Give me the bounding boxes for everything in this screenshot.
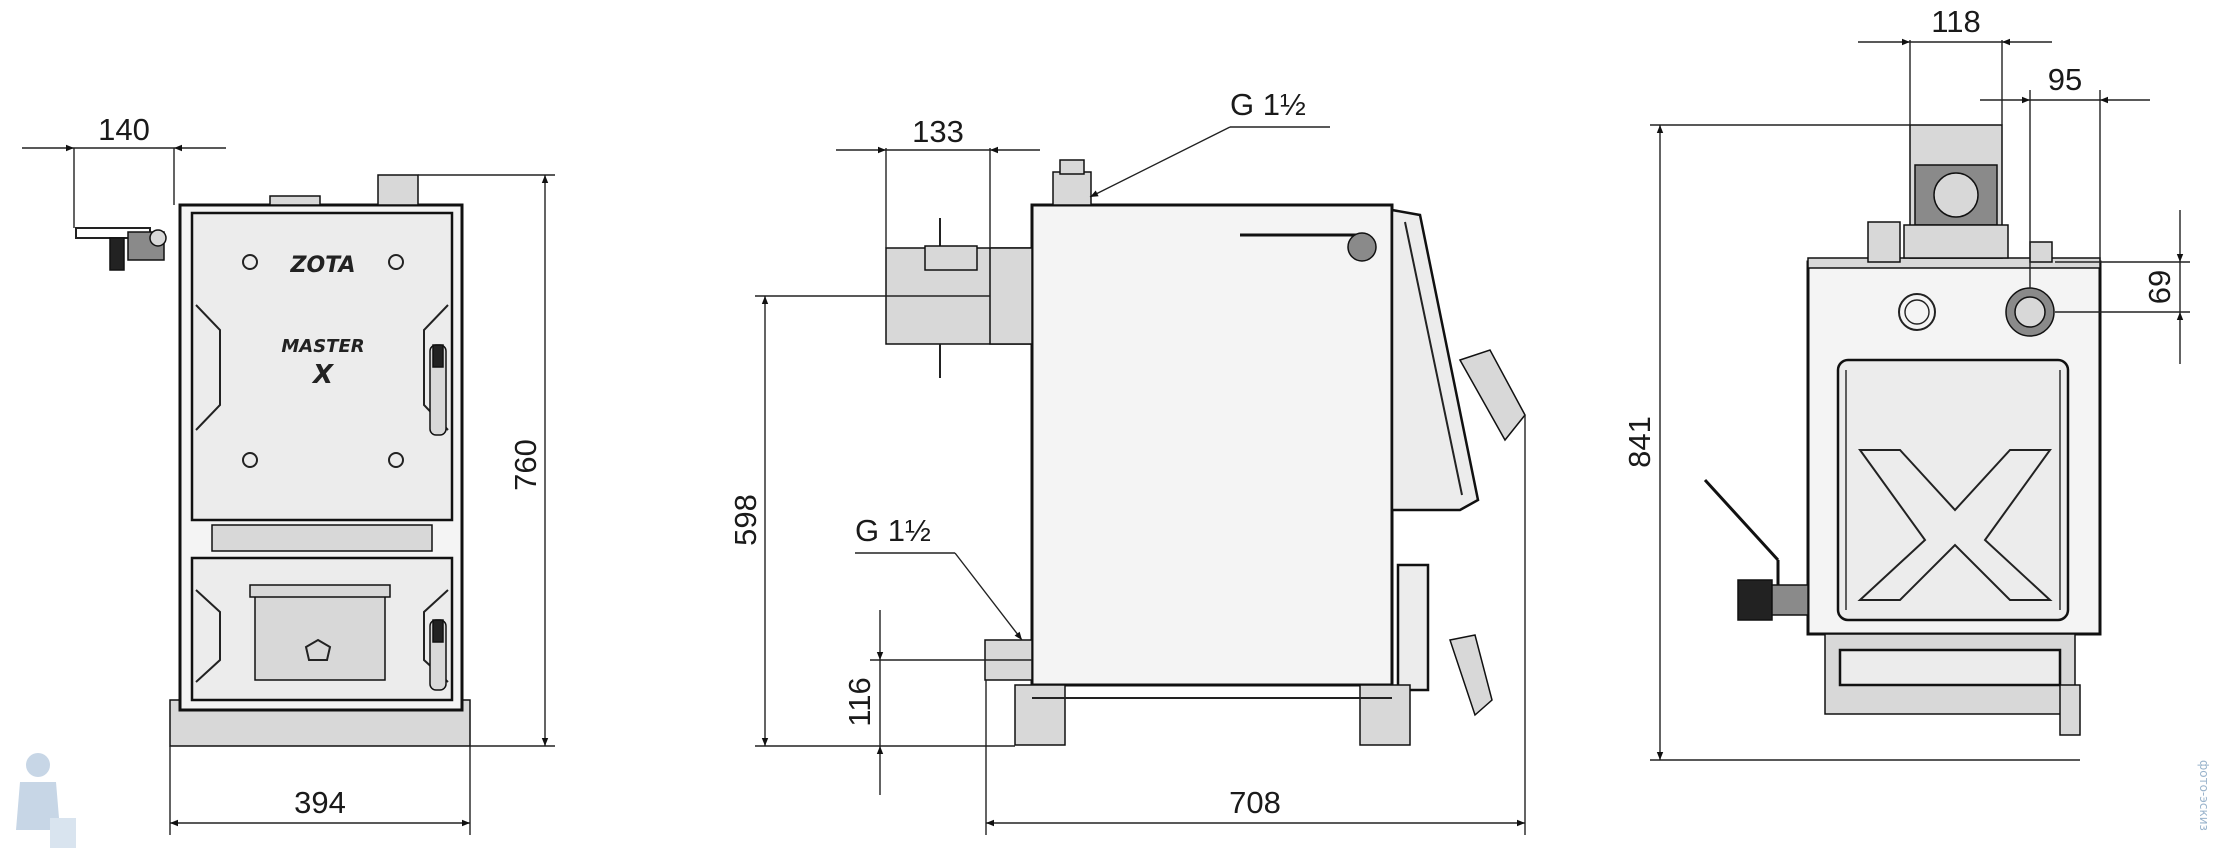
front-dim-394: 394 (294, 785, 346, 820)
watermark-figure (16, 753, 76, 848)
rear-dim-95: 95 (2048, 62, 2082, 97)
rear-dim-69: 69 (2142, 270, 2177, 304)
front-view: ZOTA MASTER X 140 760 (22, 112, 555, 835)
side-lower-door (1396, 563, 1430, 692)
side-lower-handle (1449, 634, 1493, 717)
rear-x-mark (1857, 449, 2053, 601)
side-body (1030, 203, 1394, 687)
rear-lever (1703, 478, 1780, 562)
front-upper-door (190, 211, 454, 522)
rear-dim-118: 118 (1931, 4, 1980, 39)
front-ash-door-knob (304, 638, 332, 661)
side-top-connection (1052, 171, 1092, 206)
front-model-line2: X (311, 360, 335, 390)
side-foot-right (1359, 684, 1411, 746)
side-upper-door (1390, 208, 1480, 512)
side-label-bottom-connection: G 1½ (855, 513, 931, 548)
side-dim-708: 708 (1229, 785, 1281, 820)
side-upper-handle (1458, 349, 1526, 442)
watermark-text: фото-эскиз (2197, 760, 2211, 831)
side-foot-left (1014, 684, 1066, 746)
side-dim-116: 116 (842, 677, 877, 726)
front-logo: ZOTA (290, 253, 356, 278)
rear-pipe-left (1867, 221, 1901, 263)
front-model-line1: MASTER (281, 336, 364, 357)
front-dim-140: 140 (98, 112, 150, 147)
side-label-top-connection: G 1½ (1230, 87, 1306, 122)
front-dim-760: 760 (508, 439, 543, 491)
rear-pressure-gauge (1898, 293, 1936, 331)
side-dim-133: 133 (912, 114, 964, 149)
front-flue-outlet (377, 174, 419, 206)
front-ash-door (254, 589, 386, 681)
rear-inner-panel (1836, 358, 2070, 622)
rear-view: 118 95 841 69 (1622, 4, 2190, 761)
rear-dim-841: 841 (1622, 416, 1657, 468)
side-dim-598: 598 (728, 494, 763, 546)
side-view: G 1½ G 1½ 133 598 116 708 (728, 87, 1526, 835)
